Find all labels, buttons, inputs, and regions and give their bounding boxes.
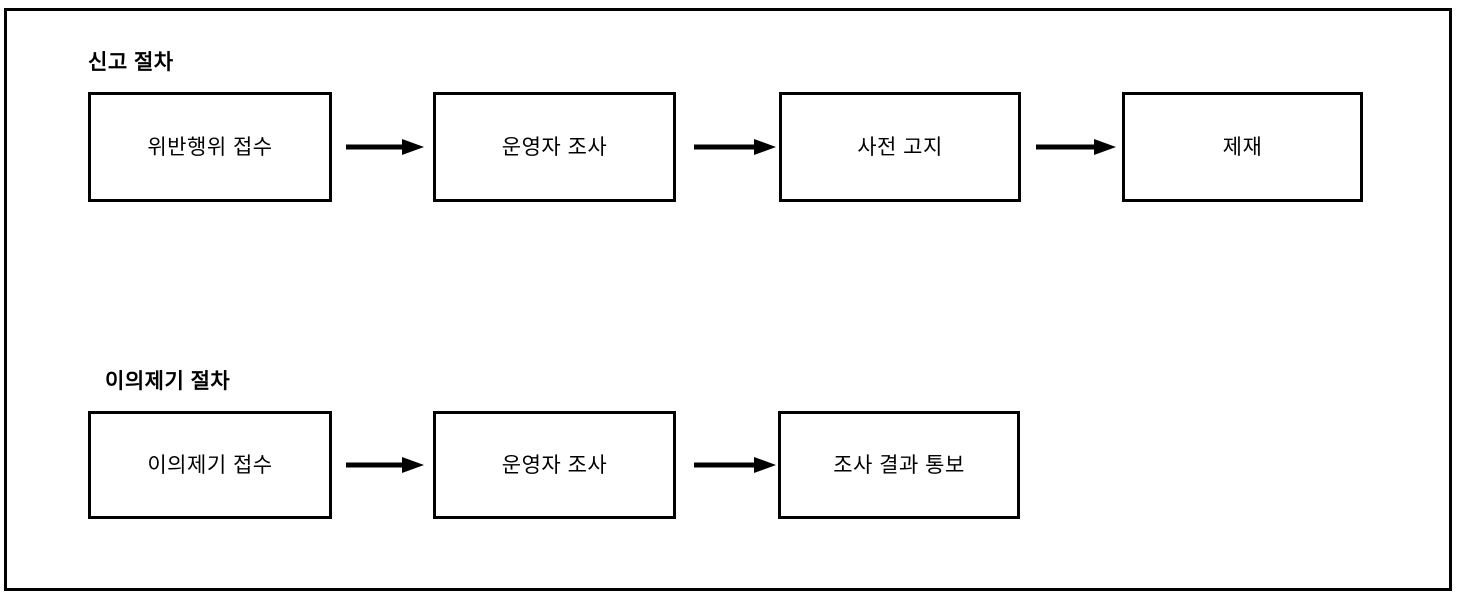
- process-box-label: 운영자 조사: [501, 135, 608, 159]
- process-box-label: 운영자 조사: [501, 453, 608, 477]
- process-box-label: 조사 결과 통보: [833, 453, 965, 477]
- process-box-label: 위반행위 접수: [147, 135, 273, 159]
- process-box-label: 사전 고지: [857, 135, 943, 159]
- process-box-report-step-1: 위반행위 접수: [88, 92, 332, 202]
- arrow-right-icon-objection-2-3: [694, 455, 776, 475]
- process-box-report-step-4: 제재: [1122, 92, 1363, 202]
- process-box-label: 제재: [1222, 135, 1263, 159]
- process-box-report-step-2: 운영자 조사: [433, 92, 676, 202]
- section-heading-objection-procedure: 이의제기 절차: [105, 370, 231, 393]
- process-box-report-step-3: 사전 고지: [779, 92, 1021, 202]
- arrow-right-icon-report-2-3: [694, 137, 776, 157]
- diagram-outer-border: [4, 8, 1452, 591]
- process-box-label: 이의제기 접수: [147, 453, 273, 477]
- arrow-right-icon-objection-1-2: [346, 455, 424, 475]
- process-box-objection-step-3: 조사 결과 통보: [778, 411, 1020, 519]
- arrow-right-icon-report-3-4: [1036, 137, 1116, 157]
- arrow-right-icon-report-1-2: [346, 137, 424, 157]
- section-heading-report-procedure: 신고 절차: [88, 51, 174, 74]
- process-box-objection-step-2: 운영자 조사: [433, 411, 676, 519]
- process-box-objection-step-1: 이의제기 접수: [88, 411, 332, 519]
